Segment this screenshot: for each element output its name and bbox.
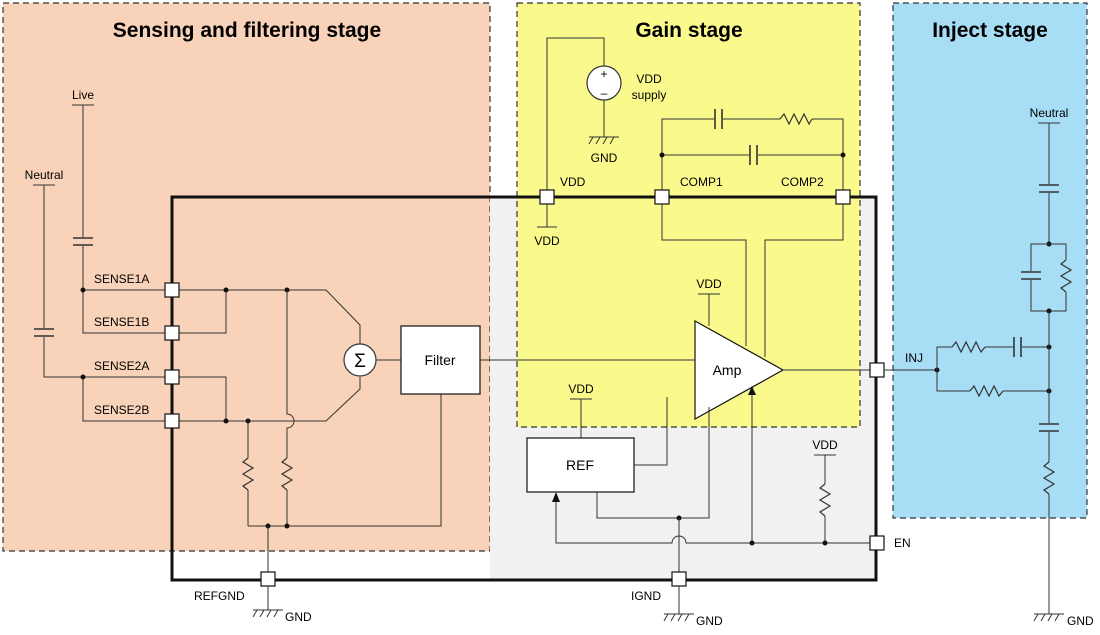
vdd-supply-minus: –: [601, 86, 608, 100]
rc-resistor: [1059, 259, 1073, 293]
junction-comp2: [840, 152, 846, 158]
inj-parallel-resistor: [969, 384, 1004, 398]
ignd-gnd-label: GND: [696, 614, 723, 628]
junction-comp1: [659, 152, 665, 158]
sensing-stage-title: Sensing and filtering stage: [113, 19, 381, 42]
neutral-right-net-label: Neutral: [1030, 106, 1069, 120]
live-net-label: Live: [72, 88, 94, 102]
sense2a-pin: [164, 369, 180, 385]
vdd-supply-wire: [546, 37, 605, 190]
ref-block: [526, 437, 635, 493]
comp1-pin: [654, 189, 670, 205]
comp-network-right-wire: [812, 118, 844, 190]
neutral-to-sense2-wire: [43, 337, 165, 378]
bias-wire-right: [286, 290, 295, 458]
inj-series-resistor: [951, 340, 986, 354]
refgnd-ground-symbol: [252, 609, 283, 618]
sense2b-pin-label: SENSE2B: [94, 403, 149, 417]
inject-stage-region: [892, 2, 1088, 519]
vdd-supply-plus: +: [600, 67, 607, 81]
refgnd-pin: [260, 571, 276, 587]
inject-stage-title: Inject stage: [932, 19, 1048, 42]
gain-stage-region: [516, 2, 861, 428]
vdd-supply-label-2: supply: [632, 88, 667, 102]
inj-pin: [869, 362, 885, 378]
enable-bus-wire: [555, 502, 870, 544]
sense2b-internal-wire: [179, 377, 361, 422]
sense1b-pin: [164, 325, 180, 341]
junction-sense1: [80, 287, 86, 293]
sense2b-pin: [164, 413, 180, 429]
supply-ground-symbol: [588, 136, 619, 145]
ref-ground-wire: [596, 407, 710, 519]
vdd-pin: [539, 189, 555, 205]
vdd-below-pin-label: VDD: [534, 234, 560, 248]
summing-symbol: Σ: [354, 351, 366, 372]
rc-left-wire-top: [1030, 243, 1049, 271]
chip-outline: [170, 195, 878, 582]
refgnd-bus: [248, 393, 442, 527]
inject-bottom-resistor: [1042, 461, 1056, 495]
en-pin: [869, 535, 885, 551]
inj-upper-branch-wire: [936, 346, 952, 370]
junction-s2b: [223, 418, 229, 424]
en-pullup-resistor: [818, 483, 832, 517]
comp1-internal-wire: [661, 204, 747, 346]
rc-right-wire-bottom: [1049, 292, 1067, 312]
sense1b-wire: [82, 290, 165, 334]
ignd-pin-label: IGND: [631, 589, 661, 603]
sense2a-pin-label: SENSE2A: [94, 359, 149, 373]
rc-right-wire-top: [1049, 243, 1067, 260]
refgnd-pin-label: REFGND: [194, 589, 245, 603]
inject-gnd-label: GND: [1067, 614, 1094, 628]
bias-resistor-left: [241, 457, 255, 491]
refgnd-gnd-label: GND: [285, 610, 312, 624]
sense1a-pin-label: SENSE1A: [94, 272, 149, 286]
ignd-ground-symbol: [663, 613, 694, 622]
inject-ground-symbol: [1033, 613, 1064, 622]
sensing-stage-region: [2, 2, 491, 552]
bias-resistor-right: [280, 457, 294, 491]
comp2-pin: [835, 189, 851, 205]
rc-left-wire-bottom: [1030, 280, 1049, 312]
inj-lower-branch-wire: [936, 370, 970, 392]
ignd-pin: [671, 571, 687, 587]
amp-label: Amp: [713, 362, 742, 378]
supply-gnd-label: GND: [591, 151, 618, 165]
ref-to-amp-wire: [634, 397, 668, 466]
filter-label: Filter: [424, 352, 455, 368]
en-pin-label: EN: [894, 536, 911, 550]
sense2b-wire: [82, 377, 165, 422]
sense1a-pin: [164, 282, 180, 298]
junction-sense2: [80, 374, 86, 380]
ref-label: REF: [566, 457, 594, 473]
amp-vdd-label: VDD: [696, 277, 722, 291]
vdd-supply-label-1: VDD: [636, 72, 662, 86]
neutral-left-net-label: Neutral: [25, 168, 64, 182]
sense1b-internal-wire: [179, 290, 227, 334]
comp2-pin-label: COMP2: [781, 175, 824, 189]
inj-pin-label: INJ: [905, 351, 923, 365]
comp2-internal-wire: [764, 204, 844, 357]
amp-enable-arrow: [748, 386, 756, 395]
ref-enable-arrow: [552, 492, 560, 502]
vdd-pin-label: VDD: [560, 175, 586, 189]
sense1a-internal-wire: [179, 289, 361, 345]
junction-en-amp: [749, 540, 755, 546]
en-vdd-label: VDD: [812, 438, 838, 452]
comp1-pin-label: COMP1: [680, 175, 723, 189]
sense2a-internal-wire: [179, 376, 227, 421]
junction-bias: [284, 523, 290, 529]
comp-network-top-wire: [661, 118, 714, 190]
amp-triangle: [694, 319, 785, 421]
junction-s1a: [223, 287, 229, 293]
ref-vdd-label: VDD: [568, 382, 594, 396]
comp-resistor: [779, 112, 813, 126]
gain-stage-title: Gain stage: [635, 19, 742, 42]
junction-en-pullup: [822, 540, 828, 546]
sense1b-pin-label: SENSE1B: [94, 315, 149, 329]
